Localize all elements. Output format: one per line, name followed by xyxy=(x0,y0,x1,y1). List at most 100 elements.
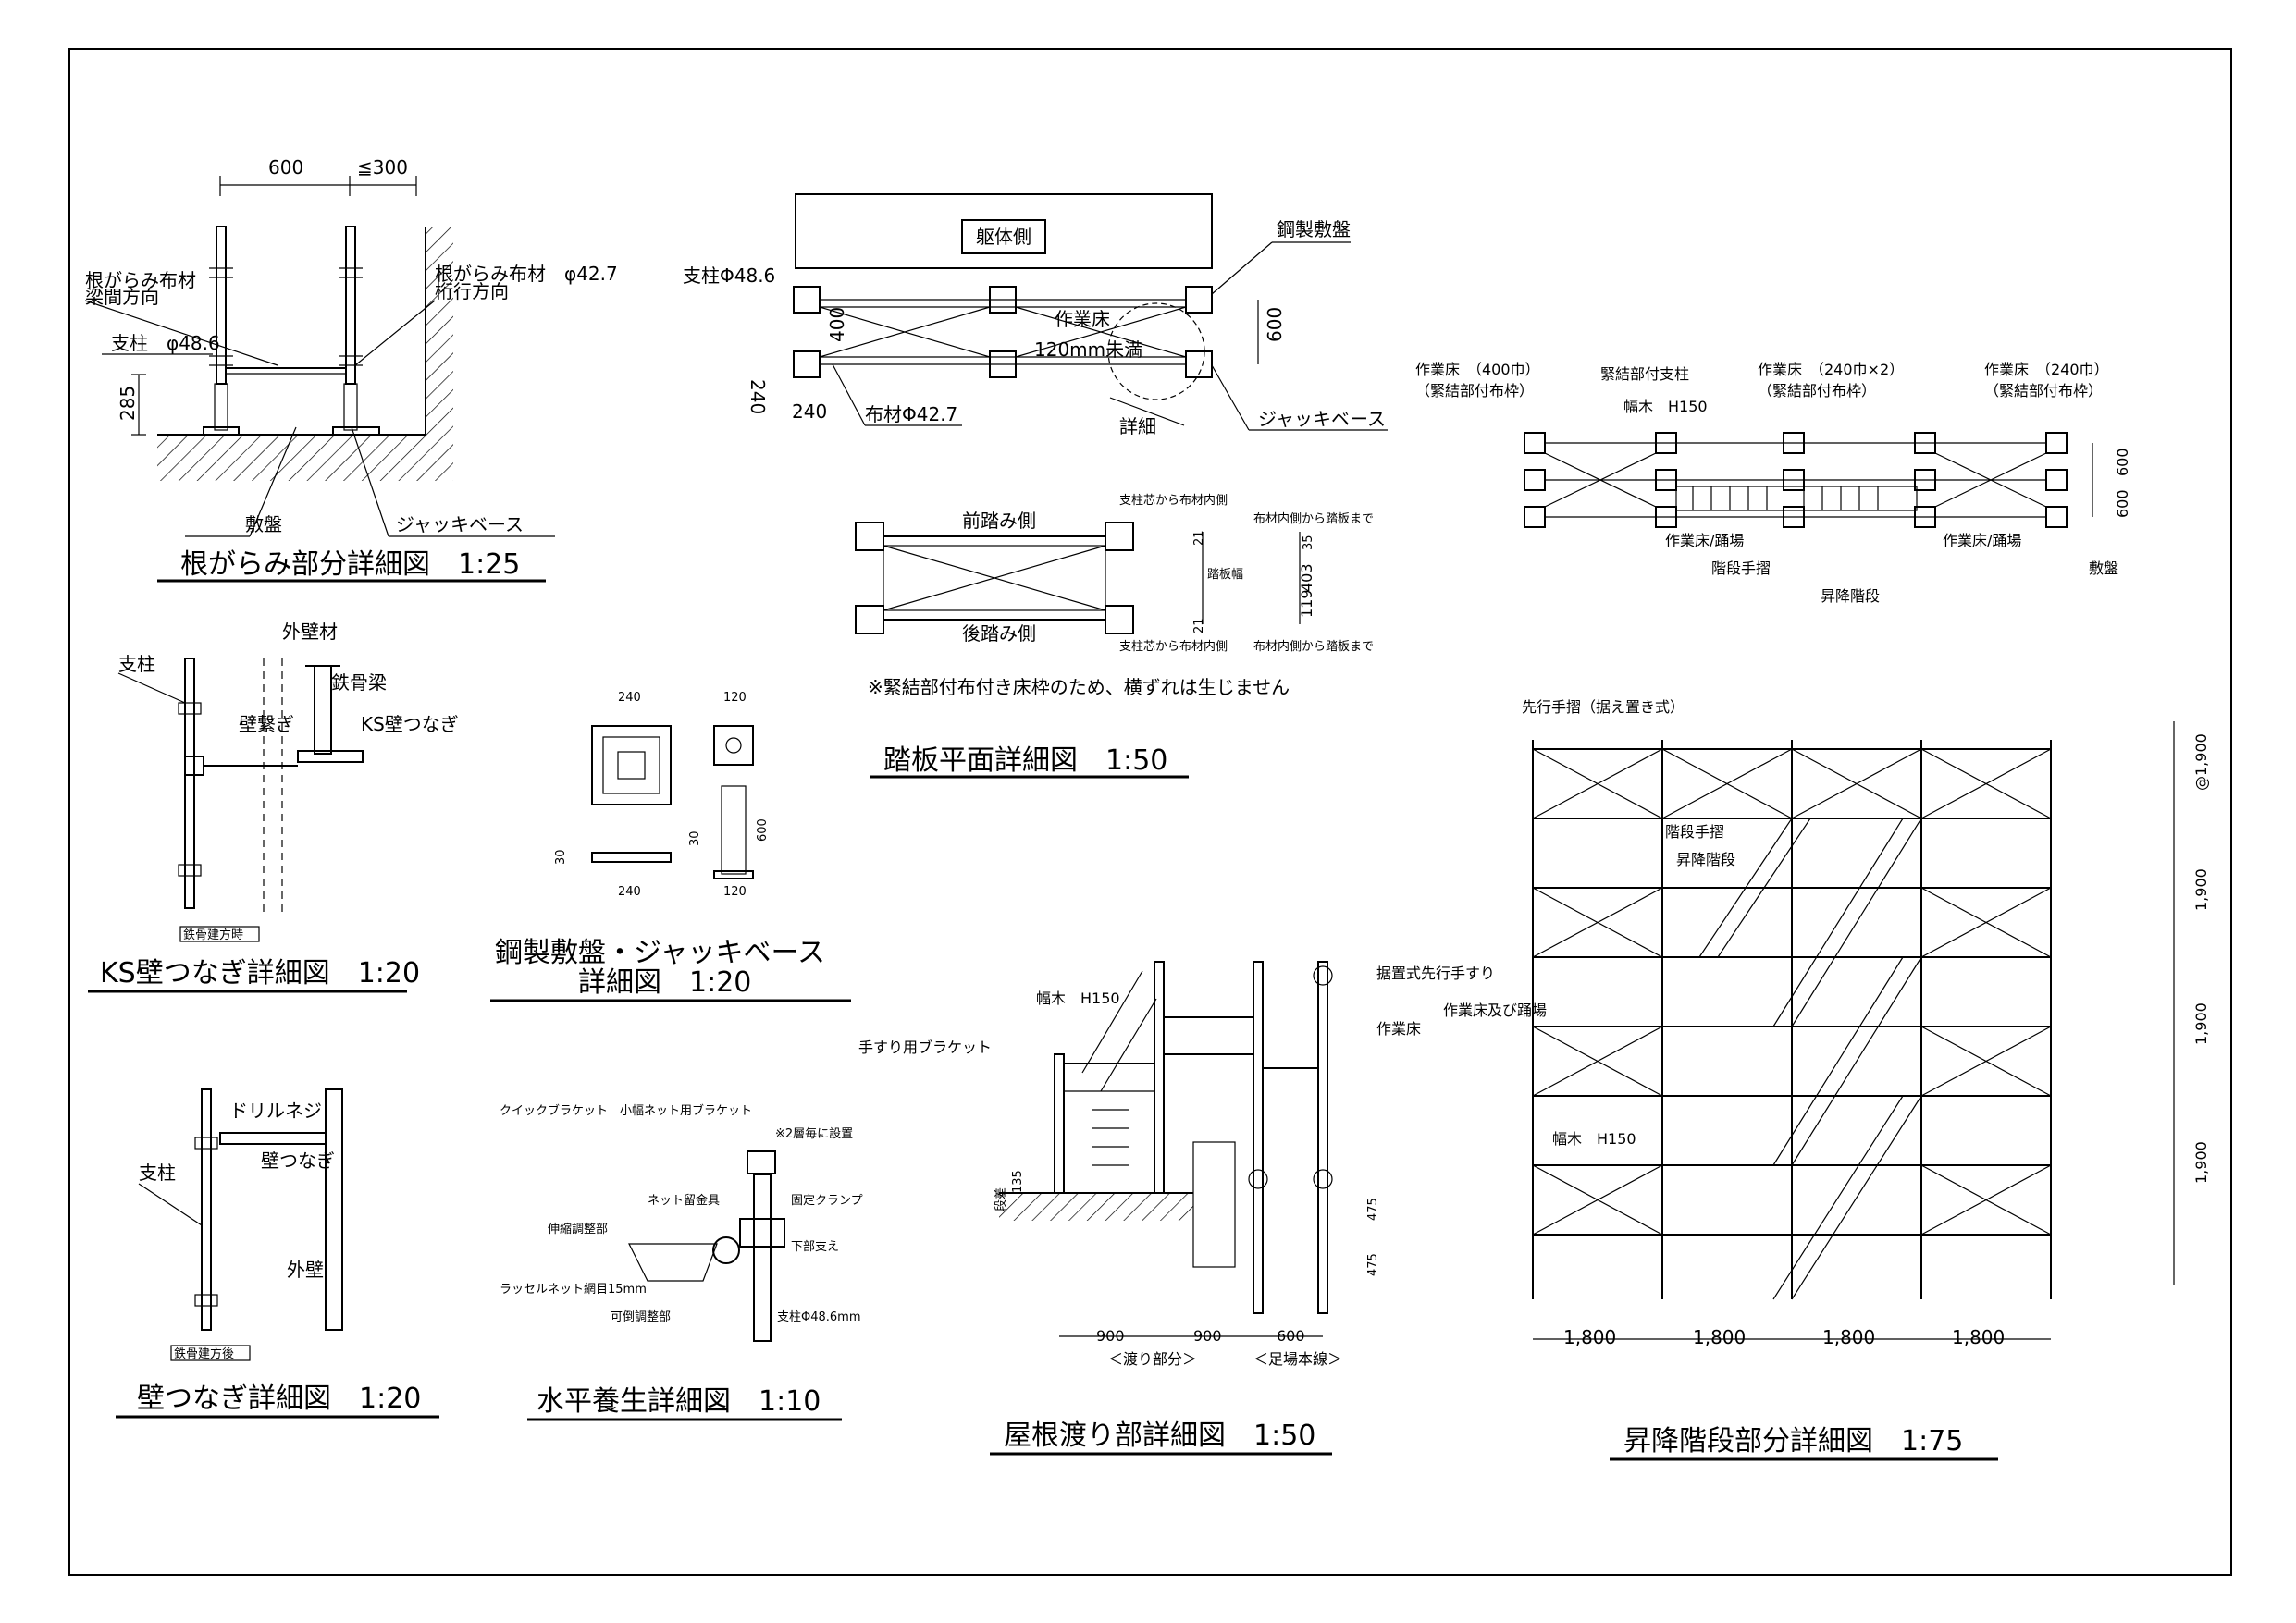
dim-285: 285 xyxy=(117,386,139,421)
dim-900a: 900 xyxy=(1096,1327,1125,1345)
label-yuka400: 作業床 （400巾） xyxy=(1415,361,1540,378)
label-nuno-keta-1: 根がらみ布材 φ42.7 xyxy=(435,263,618,285)
dim-21a: 21 xyxy=(1192,530,1206,546)
dim-35: 35 xyxy=(1302,535,1315,550)
label-nuno-keta-2: 桁行方向 xyxy=(435,280,509,302)
label-bot-note2: 布材内側から踏板まで xyxy=(1253,639,1374,654)
label-sagyoyuka: 作業床 xyxy=(1055,308,1110,330)
dim-240a: 240 xyxy=(618,691,641,705)
label-watari: ＜渡り部分＞ xyxy=(1108,1350,1197,1368)
title-kabe: 壁つなぎ詳細図 1:20 xyxy=(137,1383,421,1415)
label-russel: ラッセルネット網目15mm xyxy=(500,1283,647,1297)
label-shoukou: 昇降階段 xyxy=(1821,587,1880,605)
dim-300: ≦300 xyxy=(357,156,408,178)
label-shiban: 敷盤 xyxy=(2089,559,2118,577)
label-kadou: 可倒調整部 xyxy=(611,1310,671,1324)
suihei-detail: クイックブラケット 小幅ネット用ブラケット ※2層毎に設置 ネット留金具 伸縮調… xyxy=(500,1103,863,1421)
dim-475b: 475 xyxy=(1366,1253,1380,1276)
negarami-detail: 600 ≦300 285 根が xyxy=(84,156,618,583)
dim-600b: 600 xyxy=(2114,489,2131,518)
label-dansa: 段差 xyxy=(994,1187,1008,1211)
label-shichu: 支柱 xyxy=(118,653,155,675)
label-shichu: 支柱Φ48.6mm xyxy=(777,1310,861,1324)
label-jack: ジャッキベース xyxy=(396,513,524,535)
label-jack: ジャッキベース xyxy=(1258,408,1386,430)
label-gaiheki: 外壁材 xyxy=(282,621,338,643)
dim-119: 119 xyxy=(1298,589,1315,618)
title-ks: KS壁つなぎ詳細図 1:20 xyxy=(100,957,420,990)
yanewatari-detail: 幅木 H150 手すり用ブラケット 据置式先行手すり 作業床 段差 135 47… xyxy=(858,961,1495,1456)
label-suewoki: 据置式先行手すり xyxy=(1376,965,1495,982)
label-mae: 前踏み側 xyxy=(962,510,1036,532)
dim-600a: 600 xyxy=(2114,448,2131,476)
dim-135: 135 xyxy=(1011,1170,1025,1193)
label-yuka240x2: 作業床 （240巾×2） xyxy=(1758,361,1904,378)
label-odoriba1: 作業床/踊場 xyxy=(1665,532,1744,549)
dim-w3: 1,800 xyxy=(1822,1326,1875,1348)
dim-240b: 240 xyxy=(618,885,641,899)
dim-600: 600 xyxy=(1264,307,1286,342)
label-kutai: 躯体側 xyxy=(976,226,1031,248)
label-habaki: 幅木 H150 xyxy=(1036,990,1120,1007)
top-plan-detail: 躯体側 600 400 240 240 支柱Φ48.6 作業床 120mm未満 … xyxy=(683,193,1388,437)
dim-240v: 240 xyxy=(747,379,769,414)
dim-600: 600 xyxy=(756,818,770,842)
label-note: 鉄骨建方後 xyxy=(174,1346,234,1361)
label-note: 鉄骨建方時 xyxy=(183,928,243,942)
dim-600: 600 xyxy=(1277,1327,1305,1345)
label-net: ネット留金具 xyxy=(648,1193,720,1208)
label-fumihaba: 踏板幅 xyxy=(1207,568,1243,582)
label-yuka240: 作業床 （240巾） xyxy=(1984,361,2109,378)
kabetsunagi-detail: ドリルネジ 壁つなぎ 支柱 外壁 鉄骨建方後 壁つなぎ詳細図 1:20 xyxy=(116,1088,439,1419)
right-plan-detail: 作業床 （400巾） （緊結部付布枠） 緊結部付支柱 幅木 H150 作業床 （… xyxy=(1415,361,2131,605)
dim-w4: 1,800 xyxy=(1952,1326,2005,1348)
dim-h2: 1,900 xyxy=(2192,868,2210,911)
shoukou-detail: 先行手摺（据え置き式） 階段手摺 昇降階段 作業床及び踊場 幅木 H150 @1… xyxy=(1443,698,2210,1461)
dim-21b: 21 xyxy=(1192,618,1206,633)
dim-400: 400 xyxy=(826,307,848,342)
label-shichu: 支柱 φ48.6 xyxy=(111,332,220,354)
dim-475a: 475 xyxy=(1366,1198,1380,1221)
label-kabu: 下部支え xyxy=(791,1240,839,1254)
label-top-note: 支柱芯から布材内側 xyxy=(1119,493,1228,508)
dim-403: 403 xyxy=(1298,563,1315,592)
label-nuno-hari-1: 根がらみ布材 xyxy=(85,269,196,291)
label-shichu: 支柱 xyxy=(139,1162,176,1184)
dim-h4: 1,900 xyxy=(2192,1141,2210,1184)
title-suihei: 水平養生詳細図 1:10 xyxy=(537,1385,821,1418)
label-kotei: 固定クランプ xyxy=(791,1194,863,1208)
fumiita-note: ※緊結部付布付き床枠のため、横ずれは生じません xyxy=(868,676,1290,698)
label-nuno: 布材Φ42.7 xyxy=(865,403,957,425)
label-shosai: 詳細 xyxy=(1119,415,1156,437)
label-habaki: 幅木 H150 xyxy=(1623,398,1708,415)
dim-30a: 30 xyxy=(554,849,568,865)
label-ushiro: 後踏み側 xyxy=(962,622,1036,645)
dim-30b: 30 xyxy=(688,830,702,846)
title-shoukou: 昇降階段部分詳細図 1:75 xyxy=(1623,1425,1963,1457)
label-120: 120mm未満 xyxy=(1034,338,1142,361)
label-ks: KS壁つなぎ xyxy=(361,713,459,735)
ks-kabetsunagi-detail: 外壁材 支柱 鉄骨梁 壁繋ぎ KS壁つなぎ 鉄骨建方時 KS壁つなぎ詳細図 1:… xyxy=(88,621,459,993)
dim-600: 600 xyxy=(268,156,303,178)
label-gaiheki: 外壁 xyxy=(287,1259,324,1281)
post-right xyxy=(345,226,356,385)
label-bot-note: 支柱芯から布材内側 xyxy=(1119,639,1228,654)
label-sagyoyuka: 作業床及び踊場 xyxy=(1443,1002,1547,1019)
label-kabetsunagi: 壁つなぎ xyxy=(261,1150,335,1172)
label-top-note2: 布材内側から踏板まで xyxy=(1253,511,1374,526)
dim-120a: 120 xyxy=(723,691,747,705)
label-tekkotsu: 鉄骨梁 xyxy=(331,671,387,694)
label-sakko: 先行手摺（据え置き式） xyxy=(1522,698,1685,716)
label-tesuri: 階段手摺 xyxy=(1711,559,1771,577)
label-kinketsu: 緊結部付支柱 xyxy=(1600,365,1689,383)
label-kaidan-tesuri: 階段手摺 xyxy=(1665,823,1724,841)
title-yane: 屋根渡り部詳細図 1:50 xyxy=(1004,1420,1315,1452)
dim-h1: @1,900 xyxy=(2192,733,2210,791)
label-shinshuku: 伸縮調整部 xyxy=(548,1222,608,1236)
title-fumiita: 踏板平面詳細図 1:50 xyxy=(883,744,1167,777)
label-ashiba: ＜足場本線＞ xyxy=(1253,1350,1342,1368)
fumiita-detail: 前踏み側 後踏み側 支柱芯から布材内側 布材内側から踏板まで 支柱芯から布材内側… xyxy=(855,493,1374,779)
shiban-detail: 240 120 30 240 30 600 120 鋼製敷盤・ジャッキベース 詳… xyxy=(490,691,851,1002)
title-shiban-2: 詳細図 1:20 xyxy=(578,966,751,999)
dim-h3: 1,900 xyxy=(2192,1002,2210,1045)
